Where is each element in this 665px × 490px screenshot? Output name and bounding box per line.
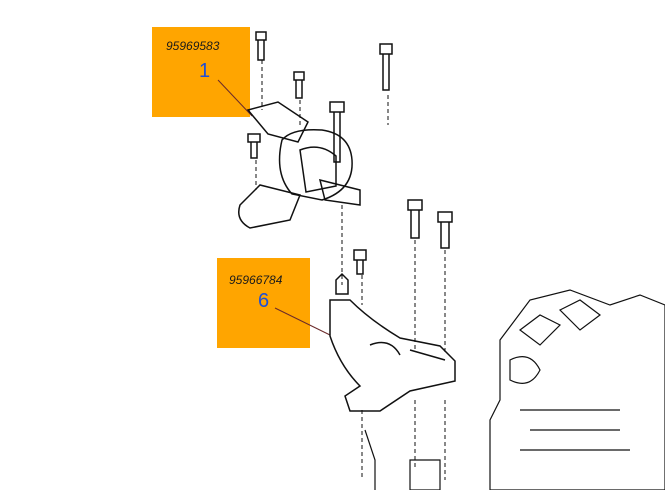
- callout-part-1[interactable]: 95969583 1: [152, 27, 250, 117]
- engine-block: [364, 289, 665, 490]
- engine-mount-part-1: [238, 101, 361, 229]
- reference-number: 6: [258, 290, 270, 312]
- leader-line-1: [217, 79, 253, 117]
- bolt-icon: [247, 31, 453, 295]
- assembly-guide-lines: [255, 60, 446, 480]
- part-number: 95969583: [166, 39, 220, 53]
- callout-part-6[interactable]: 95966784 6: [217, 258, 310, 348]
- leader-line-6: [274, 307, 331, 336]
- mount-bracket-part-6: [329, 299, 456, 412]
- part-number: 95966784: [229, 273, 283, 287]
- reference-number: 1: [199, 60, 211, 82]
